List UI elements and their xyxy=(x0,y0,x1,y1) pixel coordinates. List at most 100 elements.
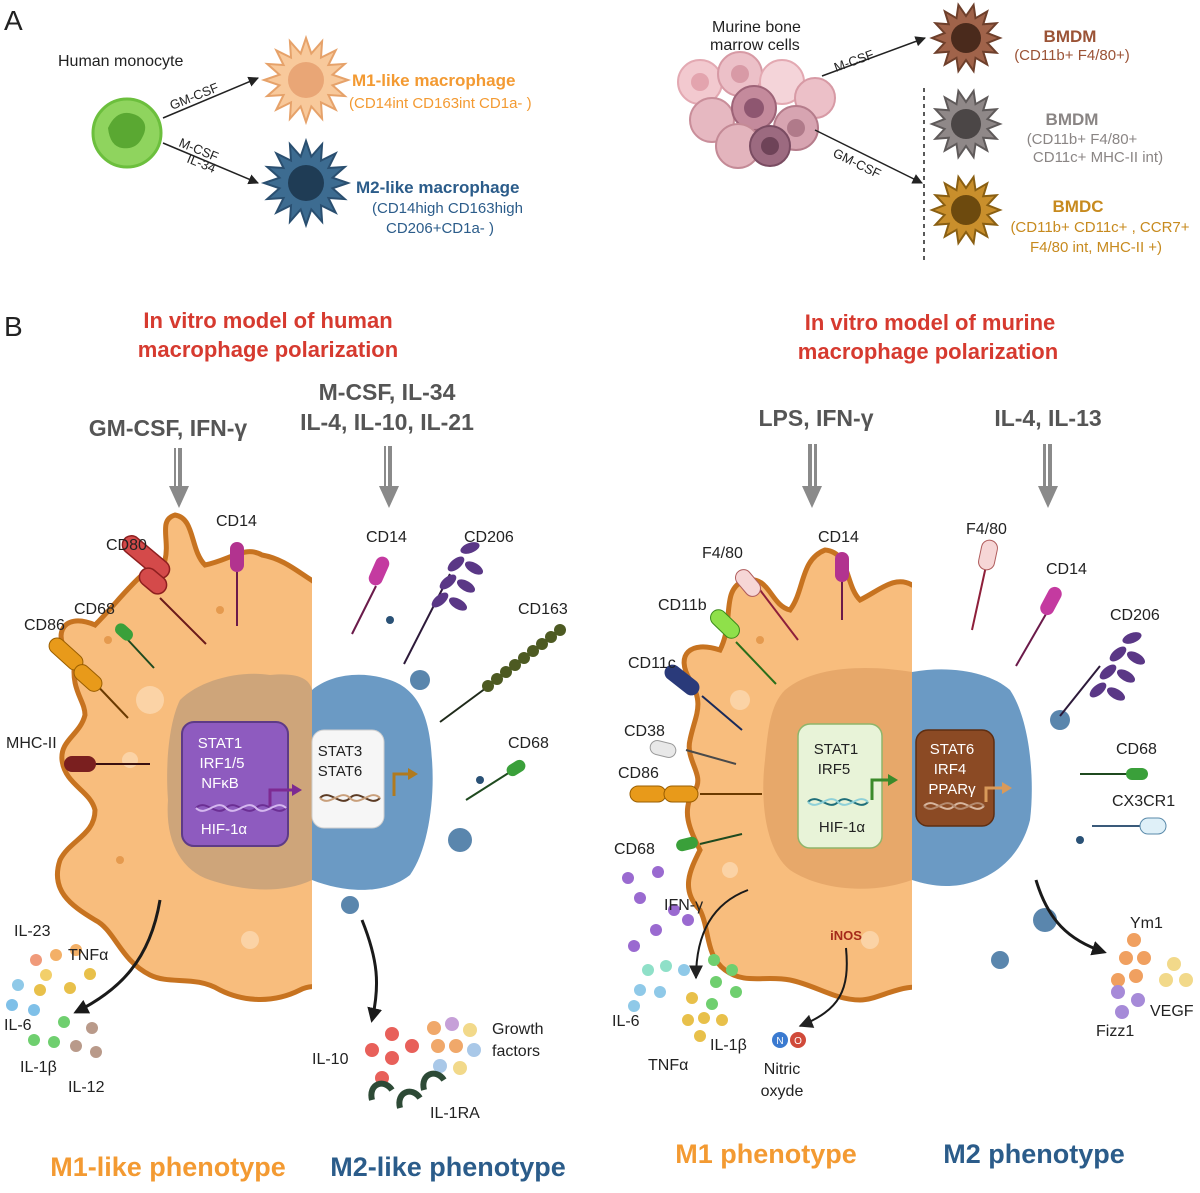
murine-m2-cytokine-fizz1: Fizz1 xyxy=(1096,1023,1134,1040)
panel-a-label: A xyxy=(4,5,23,36)
human-tf-m2-1: STAT6 xyxy=(318,763,362,780)
m2-like-title: M2-like macrophage xyxy=(356,178,519,197)
human-marker-cd14-m1: CD14 xyxy=(216,513,257,530)
human-marker-cd68-m2: CD68 xyxy=(508,735,549,752)
murine-enzyme-arginase: Arginase 1 xyxy=(949,926,1015,941)
m2-like-markers-2: CD206+CD1a- ) xyxy=(386,220,494,237)
human-macrophage-cell xyxy=(54,512,555,999)
murine-m1-tf-box xyxy=(797,723,898,849)
bmdc-title: BMDC xyxy=(1053,197,1104,216)
murine-title-2: macrophage polarization xyxy=(798,339,1058,364)
human-m2-stimuli-2: IL-4, IL-10, IL-21 xyxy=(300,409,474,435)
human-title-1: In vitro model of human xyxy=(143,308,392,333)
m1-like-markers: (CD14int CD163int CD1a- ) xyxy=(349,95,532,112)
human-m1-cytokine-il-23: IL-23 xyxy=(14,923,51,940)
murine-m1-cytokine-il-6: IL-6 xyxy=(612,1013,640,1030)
gm-csf-label: GM-CSF xyxy=(168,80,221,113)
bmdm2-markers-2: CD11c+ MHC-II int) xyxy=(1033,149,1163,166)
human-m2-cytokine-il-1ra: IL-1RA xyxy=(430,1105,480,1122)
murine-gm-csf-arrow xyxy=(814,129,923,184)
murine-m1-cytokine-dots xyxy=(622,866,742,1042)
gm-csf-arrow xyxy=(162,76,259,119)
murine-m2-secretion-arrow xyxy=(1034,879,1107,956)
human-m2-cytokine-factors: factors xyxy=(492,1043,540,1060)
murine-marker-f4-80-m2: F4/80 xyxy=(966,521,1007,538)
human-marker-cd14-m2: CD14 xyxy=(366,529,407,546)
human-m1-cytokine-dots xyxy=(6,944,102,1058)
m-csf-arrow xyxy=(162,142,259,185)
human-marker-cd163: CD163 xyxy=(518,601,568,618)
human-m2-stimuli-1: M-CSF, IL-34 xyxy=(319,379,456,405)
murine-m1-secretion-arrow xyxy=(689,889,749,980)
human-marker-cd86: CD86 xyxy=(24,617,65,634)
murine-marker-cd38: CD38 xyxy=(624,723,665,740)
murine-cells-label-2: marrow cells xyxy=(710,37,800,54)
murine-m-csf-arrow xyxy=(821,36,926,77)
human-m1-cytokine-il-12: IL-12 xyxy=(68,1079,105,1096)
murine-marker-cd14-m1: CD14 xyxy=(818,529,859,546)
bmdc-markers-2: F4/80 int, MHC-II +) xyxy=(1030,239,1162,256)
human-m1-stimuli: GM-CSF, IFN-γ xyxy=(89,415,248,441)
murine-m2-cytokine-ym1: Ym1 xyxy=(1130,915,1163,932)
murine-m1-phenotype: M1 phenotype xyxy=(675,1139,857,1169)
murine-tf-m2-2: PPARγ xyxy=(928,781,976,798)
human-m1-cytokine-il-6: IL-6 xyxy=(4,1017,32,1034)
bmdm-brown-cell xyxy=(929,2,1003,74)
human-m1-tf-box xyxy=(181,721,302,847)
human-m1-cytokine-tnfa: TNFα xyxy=(68,947,108,964)
human-m2-cytokine-il-10: IL-10 xyxy=(312,1051,349,1068)
human-m2-cytokine-dots xyxy=(365,1017,481,1109)
human-monocyte-cell xyxy=(91,97,163,169)
m1-like-macrophage-cell xyxy=(260,34,352,126)
human-m2-cytokine-growth: Growth xyxy=(492,1021,544,1038)
human-marker-cd206: CD206 xyxy=(464,529,514,546)
murine-no-arrow xyxy=(798,947,848,1028)
murine-tf-m1-0: STAT1 xyxy=(814,741,858,758)
human-tf-m1-3: HIF-1α xyxy=(201,821,248,838)
murine-m2-tf-box xyxy=(915,729,1012,827)
murine-m1-cytokine-ifn-g: IFN-γ xyxy=(664,897,703,914)
human-monocyte-label: Human monocyte xyxy=(58,53,183,70)
human-tf-m1-1: IRF1/5 xyxy=(199,755,244,772)
human-marker-cd68-m1: CD68 xyxy=(74,601,115,618)
bmdc-gold-cell xyxy=(929,174,1003,246)
human-marker-mhc-ii: MHC-II xyxy=(6,735,57,752)
human-tf-m2-0: STAT3 xyxy=(318,743,362,760)
nitric-oxide-label-1: Nitric xyxy=(764,1061,800,1078)
murine-marker-cd68-m2: CD68 xyxy=(1116,741,1157,758)
no-atom-n: N xyxy=(776,1036,783,1047)
murine-marker-f4-80-m1: F4/80 xyxy=(702,545,743,562)
murine-m1-cytokine-tnfa: TNFα xyxy=(648,1057,688,1074)
murine-marker-cd11c: CD11c xyxy=(628,655,676,672)
murine-tf-m1-1: IRF5 xyxy=(818,761,851,778)
stimulus-arrows xyxy=(169,444,1058,508)
murine-m-csf-label: M-CSF xyxy=(832,47,876,75)
murine-marker-cd68-m1: CD68 xyxy=(614,841,655,858)
human-m1-cytokine-il-1b: IL-1β xyxy=(20,1059,57,1076)
murine-m2-stimuli: IL-4, IL-13 xyxy=(994,405,1101,431)
murine-receptors xyxy=(629,539,1167,852)
human-title-2: macrophage polarization xyxy=(138,337,398,362)
m2-like-macrophage-cell xyxy=(260,137,352,229)
murine-marker-cd206: CD206 xyxy=(1110,607,1160,624)
human-m1-secretion-arrow xyxy=(73,899,162,1014)
m1-like-title: M1-like macrophage xyxy=(352,71,515,90)
no-atom-o: O xyxy=(794,1036,802,1047)
bmdm2-title: BMDM xyxy=(1046,110,1099,129)
bmdm1-title: BMDM xyxy=(1044,27,1097,46)
murine-m2-cytokine-dots xyxy=(1111,933,1193,1019)
murine-marker-cd86: CD86 xyxy=(618,765,659,782)
murine-tf-m1-2: HIF-1α xyxy=(819,819,866,836)
murine-m1-stimuli: LPS, IFN-γ xyxy=(758,405,873,431)
human-m2-tf-box xyxy=(311,729,418,829)
human-receptors xyxy=(48,535,566,801)
human-tf-m1-0: STAT1 xyxy=(198,735,242,752)
murine-m2-phenotype: M2 phenotype xyxy=(943,1139,1125,1169)
murine-marker-cx3cr1: CX3CR1 xyxy=(1112,793,1175,810)
human-m1-phenotype: M1-like phenotype xyxy=(50,1152,286,1182)
murine-m2-cytokine-vegf: VEGF xyxy=(1150,1003,1194,1020)
murine-marker-cd14-m2: CD14 xyxy=(1046,561,1087,578)
murine-m1-cytokine-il-1b: IL-1β xyxy=(710,1037,747,1054)
